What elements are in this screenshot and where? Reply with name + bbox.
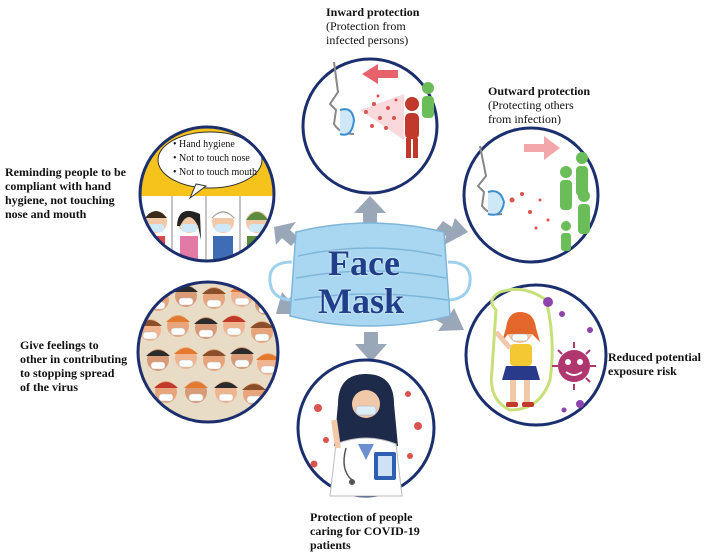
people-group-icon <box>560 152 590 251</box>
speech-bubble <box>157 131 263 189</box>
label-feelings-line-1: Give feelings to <box>20 338 99 352</box>
label-caring-line-3: patients <box>310 538 351 552</box>
label-reminding-line-2: compliant with hand <box>5 179 112 193</box>
spray-cone <box>360 94 404 140</box>
label-inward-sub-1: (Protection from <box>326 19 406 33</box>
label-outward-title: Outward protection <box>488 84 591 98</box>
hub-title-line1: Face <box>328 243 400 283</box>
label-caring: Protection of people caring for COVID-19… <box>310 510 440 552</box>
virus-particles <box>310 391 422 468</box>
arrow-right-icon <box>524 136 560 160</box>
doctor-icon <box>329 374 403 497</box>
speech-bubble-line-1: • Hand hygiene <box>173 139 235 150</box>
germs <box>543 297 593 413</box>
node-circle-inward <box>301 57 439 195</box>
label-outward-sub-2: from infection) <box>488 112 561 126</box>
infected-person-icon <box>405 97 419 158</box>
droplets <box>364 94 398 130</box>
node-circle-reduced <box>464 283 608 427</box>
label-reminding-line-1: Reminding people to be <box>5 165 127 179</box>
label-inward-sub-2: infected persons) <box>326 33 409 47</box>
person-icon <box>422 82 434 118</box>
face-mask-image <box>268 222 472 327</box>
arrow-upper-right <box>436 218 468 245</box>
label-reminding: Reminding people to be compliant with ha… <box>5 165 140 221</box>
label-caring-line-1: Protection of people <box>310 510 413 524</box>
protective-bubble <box>489 287 554 412</box>
label-outward-sub-1: (Protecting others <box>488 98 574 112</box>
label-feelings-line-2: other in contributing <box>20 352 128 366</box>
droplets <box>509 192 550 230</box>
label-feelings-line-4: of the virus <box>20 380 78 394</box>
arrow-up <box>354 196 386 224</box>
label-inward: Inward protection (Protection from infec… <box>326 5 446 47</box>
node-circle-feelings <box>136 280 280 424</box>
label-feelings: Give feelings to other in contributing t… <box>20 338 140 394</box>
node-circle-outward <box>462 126 600 264</box>
mask-icon <box>339 108 356 136</box>
girl-icon <box>494 312 540 407</box>
arrow-down <box>355 332 387 362</box>
label-caring-line-2: caring for COVID-19 <box>310 524 420 538</box>
speech-bubble-line-2: • Not to touch nose <box>173 153 250 164</box>
node-circle-caring <box>296 358 436 498</box>
label-reduced-line-1: Reduced potential <box>608 350 701 364</box>
label-reduced-line-2: exposure risk <box>608 364 677 378</box>
arrow-upper-left <box>274 222 299 246</box>
label-reminding-line-3: hygiene, not touching <box>5 193 115 207</box>
label-inward-title: Inward protection <box>326 5 420 19</box>
arrow-left-icon <box>362 64 398 84</box>
mask-icon <box>487 190 506 216</box>
virus-icon <box>552 342 596 390</box>
label-reminding-line-4: nose and mouth <box>5 207 87 221</box>
label-outward: Outward protection (Protecting others fr… <box>488 84 608 126</box>
label-reduced: Reduced potential exposure risk <box>608 350 708 378</box>
label-feelings-line-3: to stopping spread <box>20 366 115 380</box>
hub-title-line2: Mask <box>318 281 405 321</box>
speech-bubble-line-3: • Not to touch mouth <box>173 167 258 178</box>
